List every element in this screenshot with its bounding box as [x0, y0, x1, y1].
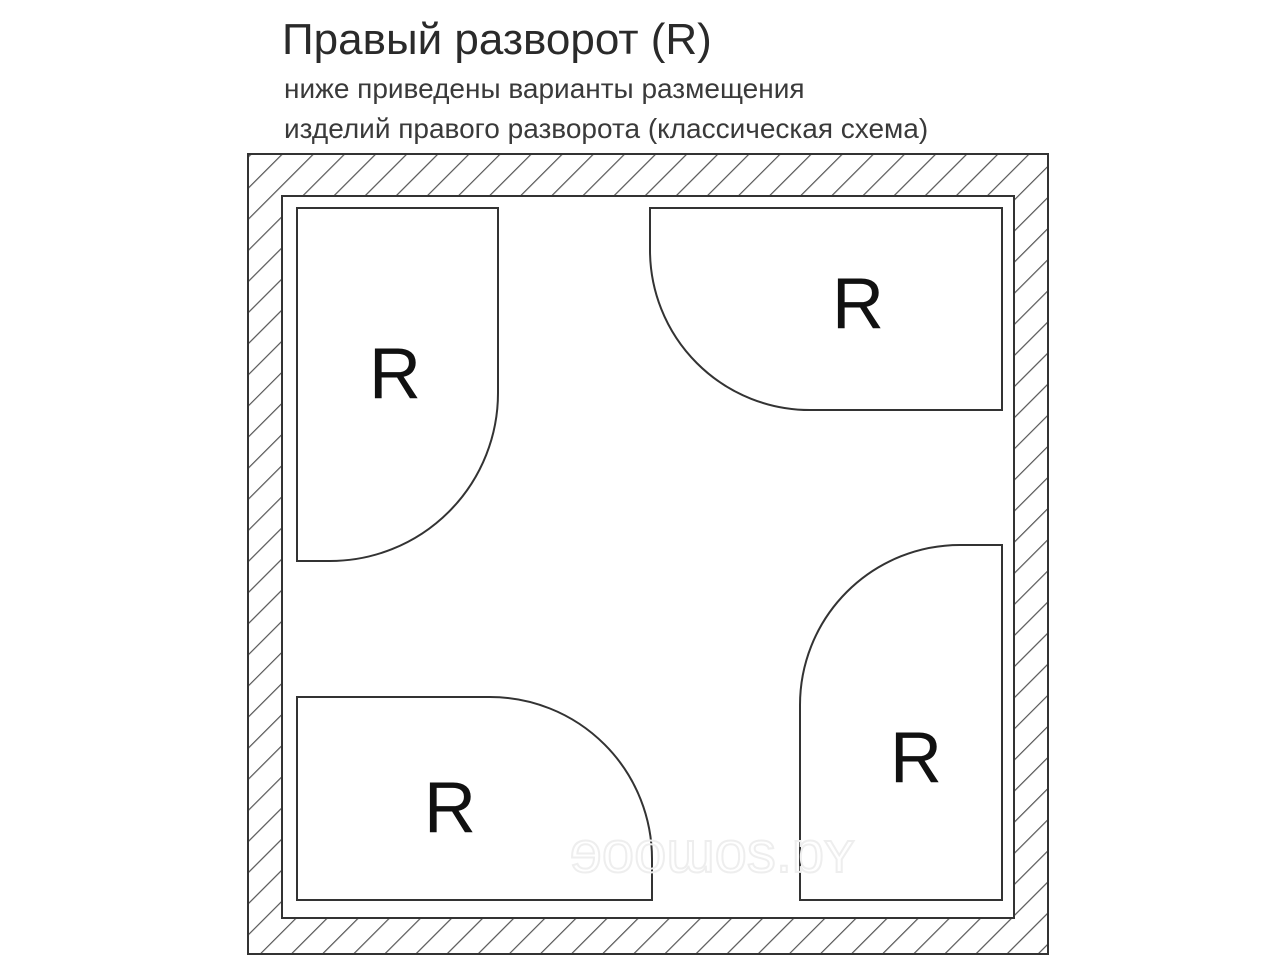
unit-top-left-outline — [296, 207, 499, 562]
unit-top-left-label: R — [369, 334, 421, 414]
diagram-subtitle-line-1: ниже приведены варианты размещения — [284, 73, 805, 104]
diagram-subtitle-line-2: изделий правого разворота (классическая … — [284, 113, 929, 144]
unit-bottom-left: R — [296, 696, 653, 901]
watermark-text: ɘooɯos.ɒʏ — [570, 820, 855, 885]
unit-bottom-right-outline — [799, 544, 1003, 901]
unit-top-right-outline — [649, 207, 1003, 411]
watermark: ɘooɯos.ɒʏ — [569, 819, 856, 886]
wall-inner-border — [281, 195, 1015, 919]
unit-top-left: R — [296, 207, 499, 562]
unit-bottom-right-label: R — [890, 718, 942, 798]
unit-top-right-label: R — [832, 264, 884, 344]
unit-bottom-left-label: R — [424, 768, 476, 848]
unit-top-right: R — [649, 207, 1003, 411]
diagram-title: Правый разворот (R) — [282, 15, 712, 64]
wall-outer-border — [247, 153, 1049, 955]
unit-bottom-left-outline — [296, 696, 653, 901]
unit-bottom-right: R — [799, 544, 1003, 901]
